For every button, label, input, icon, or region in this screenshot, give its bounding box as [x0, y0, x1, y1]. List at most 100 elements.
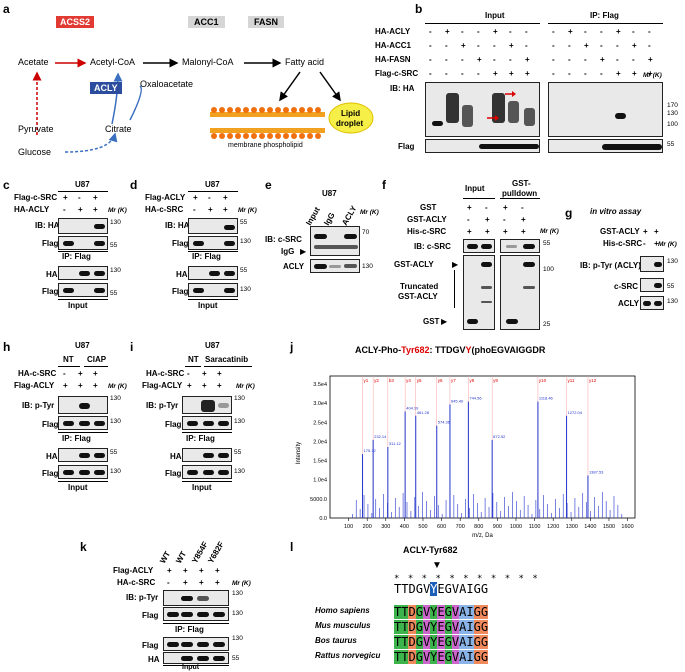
j-ion-label: y5: [417, 378, 422, 383]
l-residue: G: [415, 650, 423, 664]
i-flag2: Flag: [165, 469, 182, 478]
l-residue: E: [437, 620, 445, 634]
b-input-sign-0-4: +: [493, 27, 498, 36]
h-mw-0: 130: [110, 395, 121, 402]
g-mw-1: 55: [667, 283, 675, 290]
b-ip-header: IP: Flag: [590, 11, 619, 20]
d-flag2: Flag: [172, 287, 189, 296]
b-ip-sign-2-1: -: [568, 55, 571, 64]
j-xtick-label: 700: [456, 524, 465, 530]
metabolite-acetylcoa: Acetyl-CoA: [90, 57, 136, 67]
f-blot-pulldown-top: [500, 239, 540, 253]
l-residue: T: [401, 635, 409, 649]
l-consensus-residue: Y: [430, 582, 438, 596]
d-cell: U87: [205, 180, 220, 189]
b-input-sign-1-6: -: [525, 41, 528, 50]
j-ytick-label: 5000.0: [310, 497, 327, 503]
metabolite-malonylcoa: Malonyl-CoA: [182, 57, 234, 67]
h-sign-0-1: +: [78, 369, 83, 378]
b-ip-sign-2-5: -: [632, 55, 635, 64]
l-residue: G: [444, 650, 452, 664]
k-row-0: Flag-ACLY: [113, 566, 154, 575]
l-consensus-residue: G: [444, 582, 452, 596]
g-sign-0-1: +: [654, 227, 659, 236]
c-input: Input: [68, 301, 88, 310]
g-mw-0: 130: [667, 258, 678, 265]
l-residue: T: [394, 635, 402, 649]
i-sign-0-2: +: [217, 369, 222, 378]
g-sign-1-0: -: [643, 239, 646, 248]
j-ytick-label: 3.5e4: [313, 382, 327, 388]
h-ip: IP: Flag: [62, 434, 91, 443]
f-mr: Mr (K): [540, 228, 559, 235]
h-blot-ptyr: [58, 396, 108, 414]
j-xtick-label: 1500: [603, 524, 615, 530]
panel-label-j: j: [290, 340, 294, 354]
j-ytick-label: 2.0e4: [313, 439, 327, 445]
l-residue: V: [422, 635, 431, 649]
b-input-sign-1-3: -: [477, 41, 480, 50]
k-row-1: HA-c-SRC: [117, 578, 156, 587]
b-flag: Flag: [398, 142, 415, 151]
e-mw-0: 70: [362, 229, 370, 236]
l-residue: G: [473, 605, 481, 619]
d-blot-flag2: [188, 283, 238, 297]
f-gstacly-arrow: ▶: [452, 260, 459, 269]
d-ib: IB: HA: [165, 221, 190, 230]
l-consensus-residue: T: [401, 582, 409, 596]
k-ip: IP: Flag: [175, 625, 204, 634]
i-mw-1: 130: [234, 418, 245, 425]
e-acly: ACLY: [283, 262, 305, 271]
j-xtick-label: 1000: [510, 524, 522, 530]
l-consensus: TTDGVYEGVAIGG: [394, 582, 488, 596]
j-xtick-label: 100: [344, 524, 353, 530]
g-blot-ptyr: [640, 256, 664, 272]
l-consensus-residue: V: [451, 582, 460, 596]
f-sign-1-0: -: [467, 215, 470, 224]
h-cell: U87: [75, 341, 90, 350]
j-peak-mz: 1272.04: [568, 410, 583, 415]
c-blot-ha: [58, 266, 108, 280]
h-sign-0-2: +: [93, 369, 98, 378]
h-row-0: HA-c-SRC: [18, 369, 57, 378]
j-title: ACLY-Pho-Tyr682: TTDGVY(phoEGVAIGGDR: [355, 345, 546, 355]
b-mw-130: 130: [667, 110, 678, 117]
l-residue: G: [473, 635, 481, 649]
k-sign-0-3: +: [215, 566, 220, 575]
panel-label-g: g: [565, 206, 573, 220]
j-ion-label: y2: [374, 378, 379, 383]
j-peak-mz: 1387.53: [589, 469, 604, 474]
d-ha: HA: [176, 270, 188, 279]
panel-label-c: c: [3, 178, 10, 192]
b-ip-sign-0-3: -: [600, 27, 603, 36]
lipid-droplet-icon: [328, 102, 374, 134]
f-mw-0: 55: [543, 240, 551, 247]
b-row-1: HA-ACC1: [375, 41, 411, 50]
k-col-0: WT: [158, 549, 173, 565]
l-species-1: Mus musculus: [315, 621, 371, 630]
d-blot-ib: [188, 218, 238, 234]
membrane-icon: [210, 107, 325, 139]
j-frame: [329, 375, 636, 519]
b-input-sign-2-5: -: [509, 55, 512, 64]
k-sign-0-1: +: [183, 566, 188, 575]
h-blot-ha: [58, 448, 108, 462]
g-title: in vitro assay: [590, 207, 642, 216]
c-mw-0: 130: [110, 219, 121, 226]
c-mw-3: 55: [110, 290, 118, 297]
l-stars: * * * * * * * * * * *: [394, 574, 540, 584]
l-residue: Y: [430, 635, 438, 649]
j-peak-mz: 404.19: [406, 406, 419, 411]
f-ib: IB: c-SRC: [414, 242, 451, 251]
enzyme-acc1: ACC1: [188, 16, 225, 28]
l-residue: G: [415, 605, 423, 619]
k-sign-0-0: +: [167, 566, 172, 575]
c-flag: Flag: [42, 239, 59, 248]
l-residue: I: [466, 620, 474, 634]
b-ip-sign-0-0: -: [552, 27, 555, 36]
i-input: Input: [192, 483, 212, 492]
g-ib: IB: p-Tyr (ACLY): [580, 261, 641, 270]
h-blot-flag2: [58, 465, 108, 479]
l-residue: V: [451, 635, 460, 649]
b-ip-sign-0-1: +: [568, 27, 573, 36]
